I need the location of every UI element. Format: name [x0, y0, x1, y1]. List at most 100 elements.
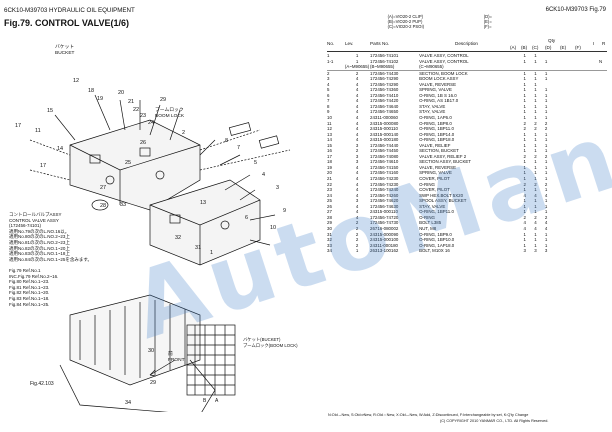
table-cell: 2: [344, 69, 370, 77]
callout-26: 26: [140, 140, 147, 146]
table-cell: 4: [355, 209, 359, 215]
table-cell: 3: [327, 76, 330, 82]
table-cell: 4: [523, 192, 526, 198]
table-cell: 2: [355, 220, 359, 226]
table-cell: 1: [523, 164, 526, 170]
table-cell: 25: [327, 198, 332, 204]
table-cell: STAY, VALVE: [419, 103, 446, 109]
table-cell: 34: [327, 248, 332, 254]
table-cell: 1: [327, 53, 330, 58]
fig-42-ref: Fig.42.103: [30, 381, 54, 387]
callout-13: 13: [200, 200, 207, 206]
table-cell: 1: [534, 76, 537, 82]
plug-2: [155, 170, 165, 180]
plug-3: [220, 220, 230, 230]
table-cell: 1: [544, 237, 548, 243]
table-cell: 172456-74290: [370, 81, 399, 87]
table-cell: 24311-000060: [370, 115, 398, 121]
table-cell: 1: [534, 159, 537, 165]
table-cell: 2: [544, 214, 548, 220]
boom-lock-label: ブームロック BOOM LOCK: [155, 108, 185, 119]
table-cell: VALVE, RELIEF: [419, 142, 451, 148]
table-cell: [594, 69, 607, 77]
table-cell: 3: [355, 198, 359, 204]
col-header-a: (A): [510, 45, 517, 50]
table-cell: 24315-000110: [370, 209, 398, 215]
callout-32: 32: [175, 235, 182, 241]
table-cell: O-RING: [419, 214, 435, 220]
table-cell: 1: [534, 198, 537, 204]
col-header-qty: Qty: [548, 38, 556, 43]
condition-list-2: (D)= (E)= (F)=: [484, 14, 492, 29]
table-cell: 4: [355, 187, 359, 193]
table-cell: 2: [523, 120, 526, 126]
callout-4: 4: [262, 172, 266, 178]
table-cell: 1: [523, 159, 526, 165]
table-cell: 172456-74730: [370, 220, 399, 226]
col-header-i: I: [593, 41, 595, 46]
condition-f: (F)=: [483, 24, 492, 29]
schematic-legend: バケット(BUCKET) ブームロック(BOOM LOCK): [243, 337, 298, 348]
table-cell: 1: [523, 203, 526, 209]
label-b: B: [203, 398, 207, 404]
table-cell: 1-1: [327, 58, 334, 64]
table-row: (A~M90655)(B~M90655)(C~M90655): [327, 64, 607, 70]
table-cell: 1: [523, 115, 526, 121]
table-cell: 1: [544, 187, 548, 193]
table-cell: 2: [544, 181, 548, 187]
table-cell: 20: [327, 170, 332, 176]
callout-18: 18: [88, 88, 95, 94]
table-cell: 26313-100162: [370, 248, 399, 254]
table-cell: SPRING, VALVE: [419, 87, 452, 93]
table-cell: O-RING, 1BP11.0: [419, 209, 454, 215]
header-right: 6CK10-M39703 Fig.79: [545, 7, 606, 13]
table-cell: 2: [523, 126, 526, 132]
table-cell: 1: [523, 187, 526, 193]
table-cell: 1: [523, 53, 526, 58]
footer-copyright: (C) COPYRIGHT 2010 YANMAR CO., LTD. All …: [440, 419, 549, 423]
table-cell: VALVE ASSY, CONTROL: [419, 53, 469, 58]
table-cell: 19: [327, 164, 332, 170]
table-cell: 8: [327, 103, 330, 109]
table-cell: 4: [355, 203, 359, 209]
o-ring-1: [91, 199, 109, 211]
callout-9: 9: [283, 208, 287, 214]
table-cell: 1: [544, 198, 548, 204]
table-cell: 10: [327, 115, 332, 121]
table-cell: 1: [534, 164, 537, 170]
table-cell: 172456-74080: [370, 153, 399, 159]
condition-a: (A)=VIO20-2 CLIP): [387, 14, 424, 19]
ref-list: Fig.79 Ref.No.1 INC.Fig.79 Ref.No.2~16. …: [9, 268, 59, 307]
table-cell: 1: [544, 131, 548, 137]
table-cell: 1: [523, 98, 526, 104]
callout-1: 1: [210, 250, 214, 256]
table-cell: 1: [534, 170, 537, 176]
table-cell: O-RING, 1BP10.0: [419, 237, 455, 243]
callout-28: 28: [100, 203, 107, 209]
callout-7: 7: [237, 145, 241, 151]
table-cell: 30: [327, 225, 332, 231]
col-header-e: (E): [560, 45, 567, 50]
table-cell: SECTION ASSY, BUCKET: [419, 159, 471, 165]
col-header-f: (F): [575, 45, 581, 50]
table-cell: 4: [355, 98, 359, 104]
schematic-box: [186, 324, 236, 396]
table-cell: O-RING, AS 1B17.0: [419, 98, 459, 104]
table-cell: O-RING, 1BP18.0: [419, 137, 455, 143]
table-cell: O-RING, 1BP14.0: [419, 131, 455, 137]
table-cell: COVER, PILOT: [419, 187, 450, 193]
table-cell: 172456-74150: [370, 164, 399, 170]
table-cell: 1: [530, 69, 541, 77]
table-cell: 15: [327, 142, 332, 148]
